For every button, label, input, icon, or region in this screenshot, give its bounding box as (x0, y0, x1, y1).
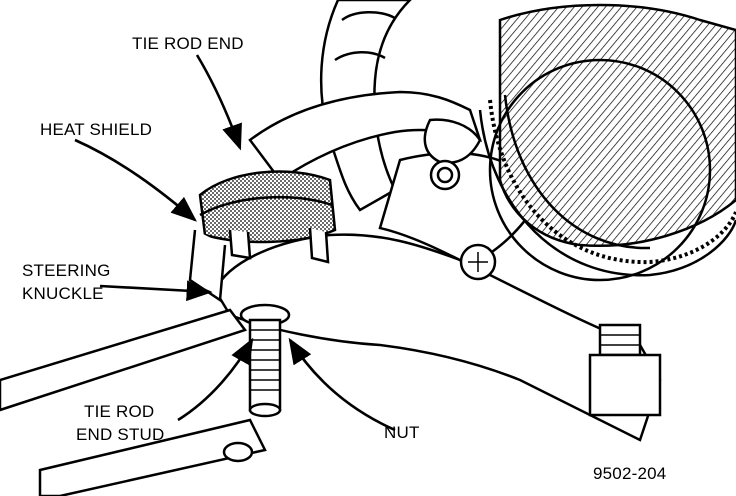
label-steering-knuckle-line2: KNUCKLE (22, 284, 104, 303)
tie-rod-end-stud (239, 303, 291, 418)
label-nut: NUT (384, 423, 420, 442)
tie-rod (0, 308, 267, 496)
label-tie-rod-end-stud-line1: TIE ROD (84, 402, 155, 421)
steering-knuckle-body (213, 118, 662, 442)
label-heat-shield: HEAT SHIELD (40, 120, 153, 139)
ball-joint-nut (588, 323, 662, 417)
label-steering-knuckle-line1: STEERING (22, 261, 111, 280)
leader-heat-shield (74, 138, 197, 222)
leader-steering-knuckle (99, 280, 213, 302)
leader-tie-rod-end (195, 54, 242, 151)
label-tie-rod-end-stud-line2: END STUD (76, 425, 165, 444)
label-tie-rod-end: TIE ROD END (132, 34, 244, 53)
leader-lines (74, 54, 396, 432)
hub-assembly (478, 3, 736, 282)
leader-tie-rod-end-stud (177, 337, 254, 422)
leader-nut (288, 337, 396, 432)
heat-shield (188, 170, 337, 303)
figure-id: 9502-204 (593, 464, 667, 483)
upper-arm (248, 0, 482, 212)
